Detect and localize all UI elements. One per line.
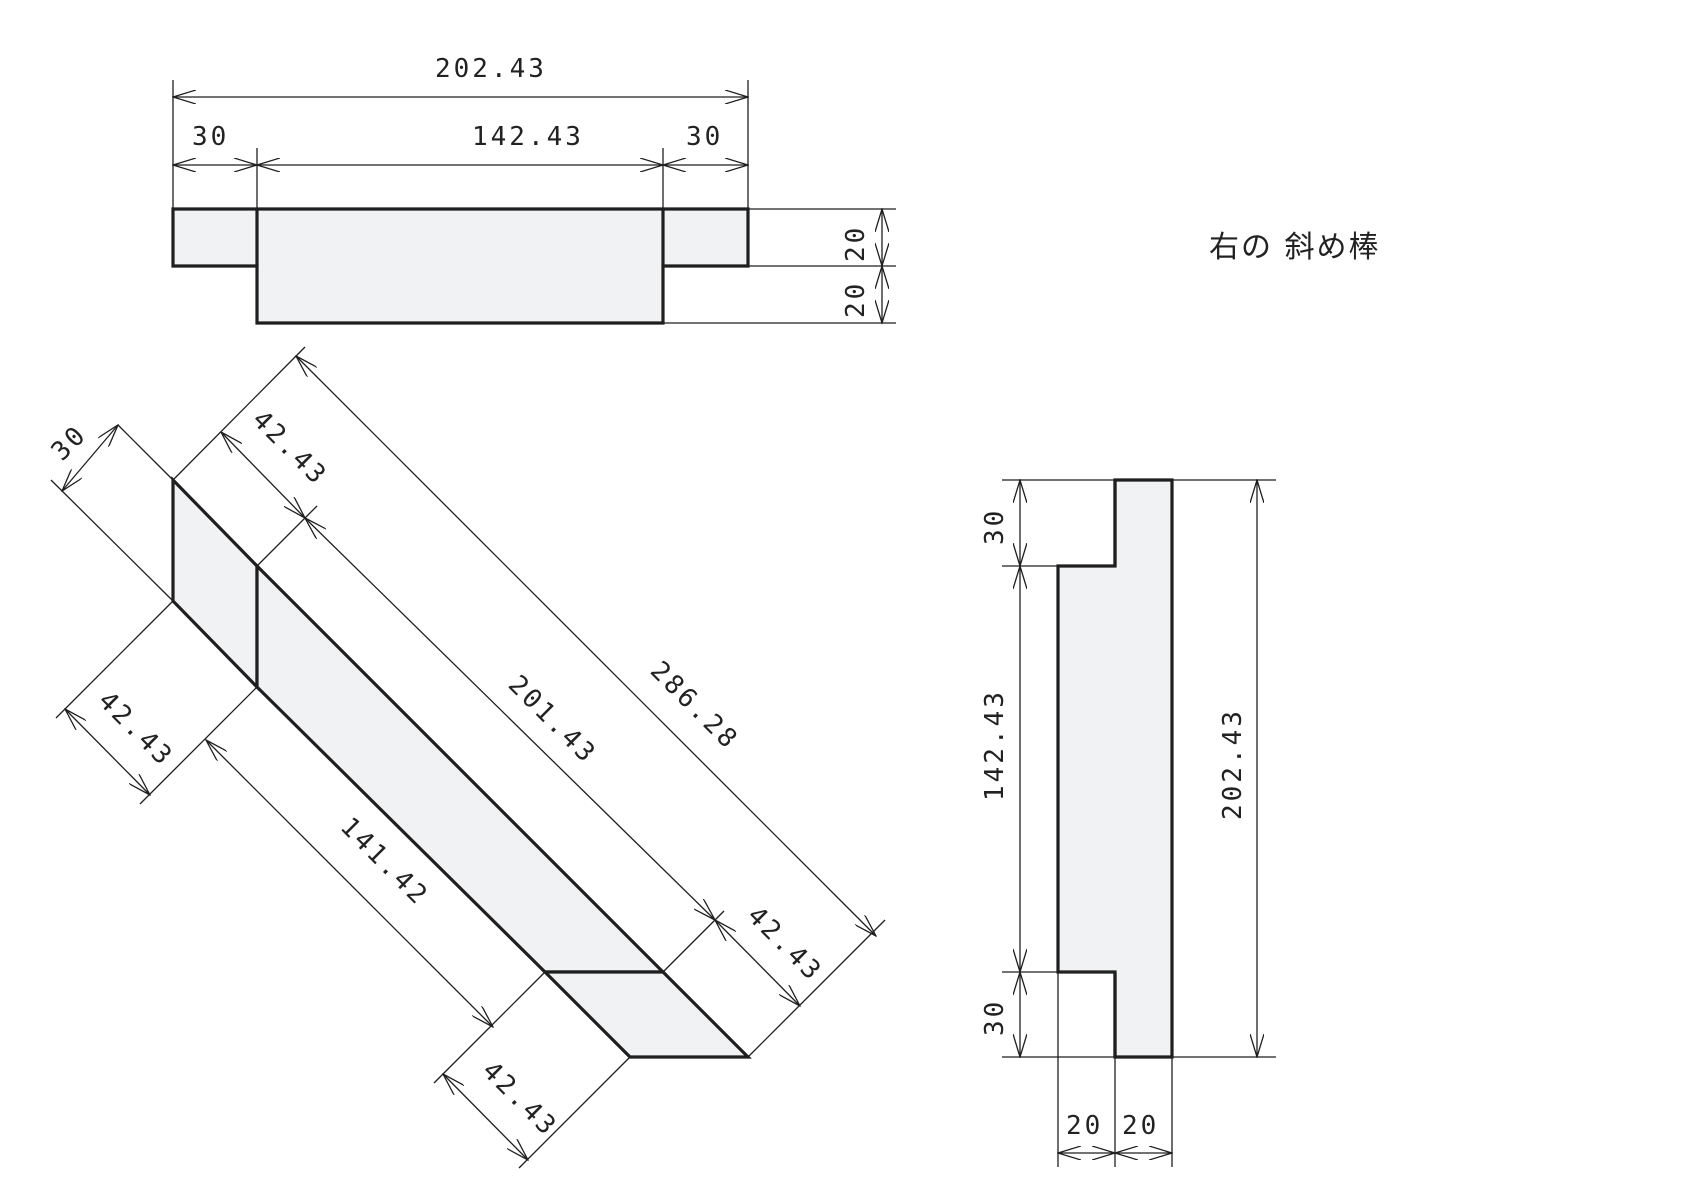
label-side-center: 142.43 <box>980 689 1010 801</box>
diagonal-left-face <box>171 476 259 691</box>
label-diag-end-width: 30 <box>46 419 94 467</box>
label-diag-inner-length: 201.43 <box>502 670 602 770</box>
top-view: 202.43 30 142.43 30 20 20 <box>171 54 896 325</box>
label-top-center: 142.43 <box>472 122 584 152</box>
label-diag-overall-length: 286.28 <box>644 656 744 756</box>
label-top-overall: 202.43 <box>435 54 547 84</box>
label-diag-lower-right-step: 42.43 <box>476 1056 563 1143</box>
dim-diag-upper-step <box>221 432 305 518</box>
label-diag-upper-step: 42.43 <box>246 405 333 492</box>
dim-diag-overall-length <box>296 356 876 936</box>
label-side-left-width: 20 <box>1066 1111 1103 1141</box>
label-side-bottom: 30 <box>980 999 1010 1036</box>
label-top-right: 30 <box>686 122 723 152</box>
label-diag-right-step: 42.43 <box>741 901 828 988</box>
label-side-top: 30 <box>980 508 1010 545</box>
label-top-left: 30 <box>192 122 229 152</box>
dim-diag-end-width <box>62 425 118 491</box>
label-top-upper-thickness: 20 <box>841 225 871 262</box>
diagonal-bottom-face <box>541 970 752 1059</box>
dim-diag-lower-left-step <box>65 709 150 795</box>
side-view: 30 142.43 30 202.43 20 20 <box>980 478 1276 1167</box>
drawing-title: 右の 斜め棒 <box>1209 230 1381 265</box>
diagonal-view: 30 42.43 42.43 201.43 286.28 141.42 42.4… <box>46 346 886 1169</box>
side-view-part <box>1056 478 1174 1059</box>
label-side-overall: 202.43 <box>1218 708 1248 820</box>
dim-diag-lower-right-step <box>443 1074 528 1160</box>
diagonal-main-face <box>255 562 667 974</box>
label-top-lower-thickness: 20 <box>841 281 871 318</box>
label-side-right-width: 20 <box>1122 1111 1159 1141</box>
label-diag-lower-left-step: 42.43 <box>92 686 179 773</box>
